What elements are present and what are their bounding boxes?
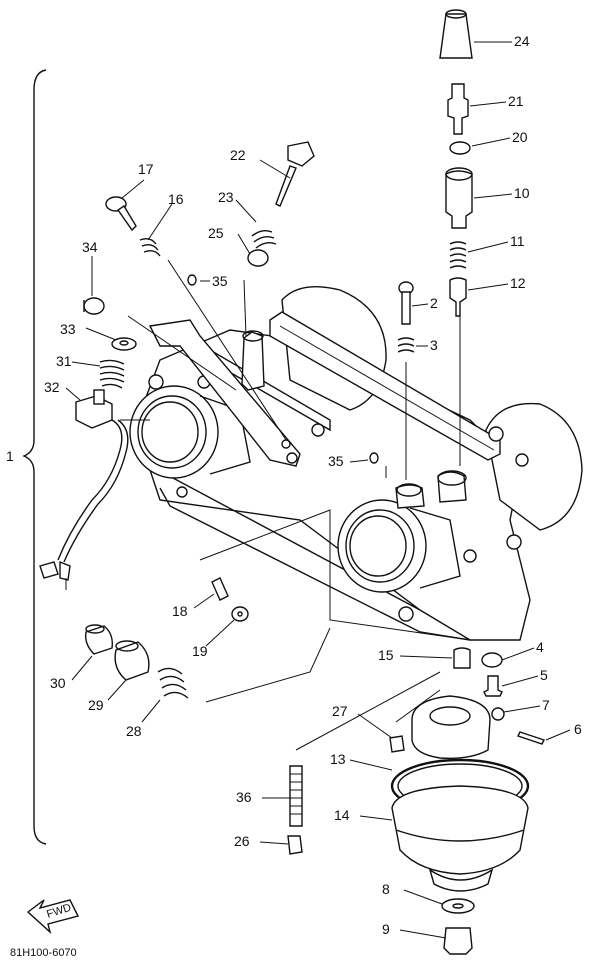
part-label-28: 28 [126,723,142,739]
forward-arrow [26,899,80,935]
top-right-parts [439,9,473,317]
part-number-labels: 24 21 20 10 11 12 2 3 4 5 7 6 13 14 15 3… [44,33,582,937]
part-label-30: 30 [50,675,66,691]
part-label-27: 27 [332,703,348,719]
part-label-7: 7 [542,697,550,713]
part-label-9: 9 [382,921,390,937]
part-label-23: 23 [218,189,234,205]
part-label-21: 21 [508,93,524,109]
pilot-screw-parts [105,196,161,257]
part-label-8: 8 [382,881,390,897]
part-label-10: 10 [514,185,530,201]
bracket-label: 1 [6,448,14,464]
part-label-32: 32 [44,379,60,395]
part-label-14: 14 [334,807,350,823]
part-label-34: 34 [82,239,98,255]
part-label-11: 11 [510,233,525,249]
lower-left-parts [84,577,249,699]
part-label-35-top: 35 [212,273,228,289]
part-label-13: 13 [330,751,346,767]
part-label-33: 33 [60,321,76,337]
part-label-18: 18 [172,603,188,619]
part-label-19: 19 [192,643,208,659]
part-label-36: 36 [236,789,252,805]
part-label-20: 20 [512,129,528,145]
part-label-2: 2 [430,295,438,311]
part-label-29: 29 [88,697,104,713]
part-label-26: 26 [234,833,250,849]
callout-leaders [65,41,571,939]
part-label-12: 12 [510,275,526,291]
throttle-stop-screw-parts [187,141,387,478]
part-label-17: 17 [138,161,154,177]
part-label-25: 25 [208,225,224,241]
idle-screw-parts [397,281,415,353]
part-label-15: 15 [378,647,394,663]
part-label-22: 22 [230,147,246,163]
fuel-hose-assembly [39,389,129,590]
float-bowl-parts [287,647,545,955]
part-label-5: 5 [540,667,548,683]
part-label-6: 6 [574,721,582,737]
drawing-code: 81H100-6070 [10,947,77,959]
leader-lines [120,259,471,751]
part-label-35-mid: 35 [328,453,344,469]
part-label-24: 24 [514,33,530,49]
assembly-bracket [22,69,47,845]
part-label-4: 4 [536,639,544,655]
part-label-3: 3 [430,337,438,353]
carburetor-body [129,285,583,641]
part-label-31: 31 [56,353,72,369]
left-small-parts [83,297,137,389]
part-label-16: 16 [168,191,184,207]
